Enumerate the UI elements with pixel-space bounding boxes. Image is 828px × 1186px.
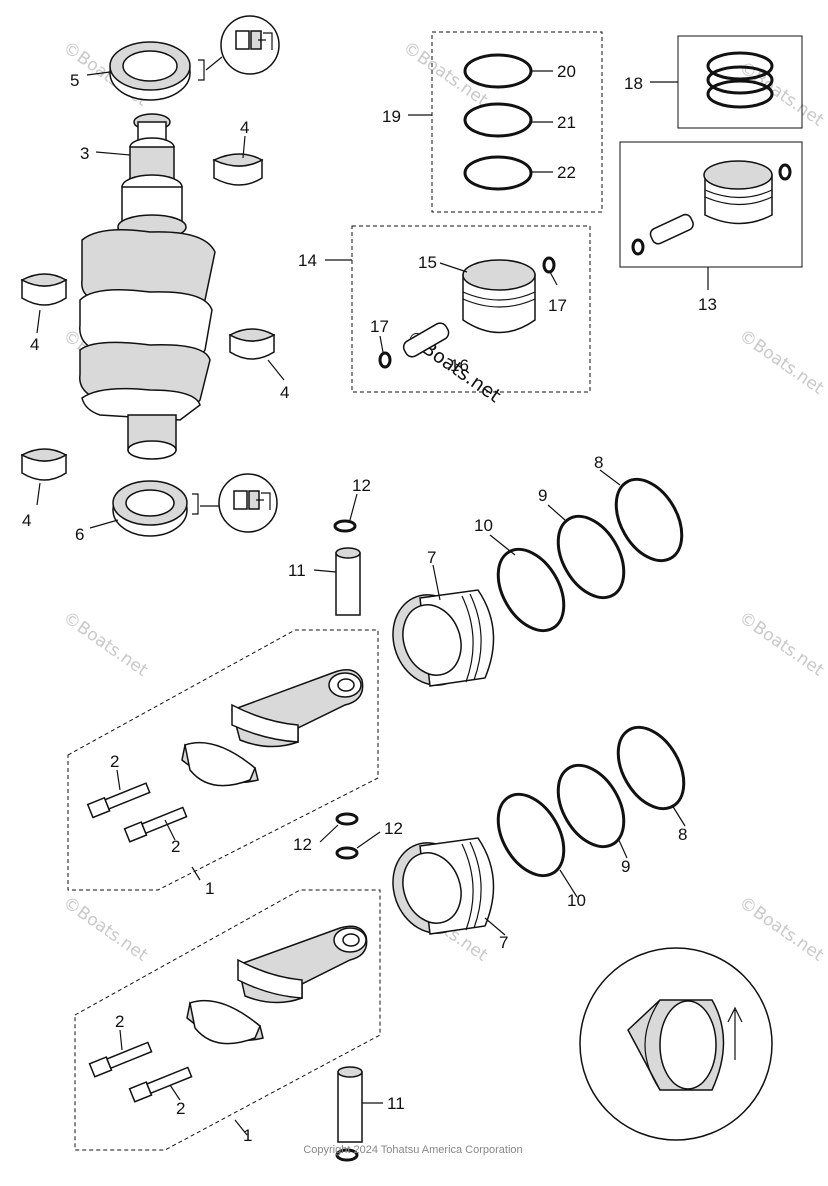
callout-17: 17	[548, 296, 567, 315]
piston-pin-clip[interactable]	[333, 519, 357, 533]
callout-12: 12	[352, 476, 371, 495]
callout-3: 3	[80, 144, 89, 163]
callout-8: 8	[594, 453, 603, 472]
callout-10: 10	[474, 516, 493, 535]
watermark: ©Boats.net	[735, 326, 827, 399]
piston-ring-top[interactable]	[605, 716, 697, 820]
callout-15: 15	[418, 253, 437, 272]
piston-pin[interactable]	[337, 1066, 363, 1143]
callout-22: 22	[557, 163, 576, 182]
main-bearing[interactable]	[20, 448, 68, 481]
piston-ring-top[interactable]	[463, 53, 533, 89]
piston-pin-clip[interactable]	[378, 351, 392, 369]
callout-16: 16	[450, 356, 469, 375]
piston-ring-top[interactable]	[603, 468, 695, 572]
crankshaft[interactable]	[79, 113, 216, 460]
piston-orientation-inset	[579, 947, 773, 1141]
callout-4: 4	[30, 335, 39, 354]
callout-2: 2	[171, 837, 180, 856]
connecting-rod-bolt[interactable]	[86, 781, 151, 819]
piston-ring-oil[interactable]	[463, 155, 533, 191]
piston-ring-second[interactable]	[545, 754, 637, 858]
callout-18: 18	[624, 74, 643, 93]
connecting-rod[interactable]	[231, 669, 364, 748]
connecting-rod-bolt[interactable]	[88, 1041, 153, 1078]
callouts: 5 3 4 4 4 4 6 19 20 21 22 18 13 14 15 17…	[22, 62, 717, 1145]
callout-12: 12	[293, 835, 312, 854]
main-bearing[interactable]	[20, 273, 68, 306]
piston-assembly-box	[619, 141, 803, 268]
leader-lines	[36, 70, 709, 1136]
piston-pin[interactable]	[335, 547, 361, 616]
piston[interactable]	[381, 584, 495, 696]
callout-7: 7	[499, 933, 508, 952]
callout-14: 14	[298, 251, 317, 270]
bracket	[192, 493, 199, 515]
piston-ring-oil[interactable]	[485, 783, 577, 887]
watermark: ©Boats.net	[59, 608, 151, 681]
callout-11: 11	[288, 561, 306, 580]
callout-11: 11	[387, 1094, 405, 1113]
watermark: ©Boats.net	[735, 608, 827, 681]
callout-4: 4	[240, 118, 249, 137]
callout-1: 1	[243, 1126, 252, 1145]
callout-9: 9	[621, 857, 630, 876]
bracket	[198, 59, 205, 81]
callout-2: 2	[115, 1012, 124, 1031]
connecting-rod-cap[interactable]	[181, 741, 259, 787]
piston-ring-second[interactable]	[463, 102, 533, 138]
main-bearing[interactable]	[212, 153, 264, 186]
connecting-rod-bolt[interactable]	[123, 806, 188, 843]
callout-4: 4	[22, 511, 31, 530]
watermark: ©Boats.net	[399, 38, 491, 111]
callout-6: 6	[75, 525, 84, 544]
piston-pin-clip[interactable]	[335, 846, 359, 860]
callout-1: 1	[205, 879, 214, 898]
callout-2: 2	[110, 752, 119, 771]
callout-17: 17	[370, 317, 389, 336]
oil-seal-bottom[interactable]	[112, 480, 188, 537]
connecting-rod[interactable]	[237, 925, 368, 1004]
callout-4: 4	[280, 383, 289, 402]
piston-ring-set[interactable]	[706, 51, 774, 109]
watermark: ©Boats.net	[59, 893, 151, 966]
callout-10: 10	[567, 891, 586, 910]
callout-19: 19	[382, 107, 401, 126]
main-bearing[interactable]	[228, 328, 276, 360]
callout-20: 20	[557, 62, 576, 81]
piston-pin-clip[interactable]	[335, 1148, 359, 1162]
connecting-rod-bolt[interactable]	[128, 1066, 193, 1103]
seal-orientation-inset-bottom	[218, 473, 278, 533]
leader-line	[205, 56, 223, 71]
oil-seal-top[interactable]	[109, 41, 191, 101]
seal-orientation-inset-top	[220, 15, 280, 75]
callout-7: 7	[427, 548, 436, 567]
piston-pin-clip[interactable]	[542, 256, 556, 274]
piston-ring-oil[interactable]	[485, 538, 577, 642]
piston-pin[interactable]	[401, 321, 451, 360]
piston[interactable]	[381, 832, 495, 944]
copyright-text: Copyright 2024 Tohatsu America Corporati…	[303, 1144, 522, 1156]
callout-8: 8	[678, 825, 687, 844]
piston-assembly[interactable]	[462, 259, 536, 334]
ring-set-box	[431, 31, 603, 213]
piston-pin-clip[interactable]	[335, 812, 359, 826]
watermark: ©Boats.net	[735, 893, 827, 966]
callout-21: 21	[557, 113, 576, 132]
up-arrow-icon	[727, 1006, 743, 1060]
callout-5: 5	[70, 71, 79, 90]
connecting-rod-cap[interactable]	[186, 999, 264, 1045]
piston-assembly-box-14	[351, 225, 591, 393]
callout-12: 12	[384, 819, 403, 838]
piston-assembly-oversize[interactable]	[631, 160, 792, 256]
piston-ring-second[interactable]	[545, 505, 637, 609]
callout-9: 9	[538, 486, 547, 505]
callout-2: 2	[176, 1099, 185, 1118]
callout-13: 13	[698, 295, 717, 314]
conrod-assembly-box	[67, 629, 379, 891]
